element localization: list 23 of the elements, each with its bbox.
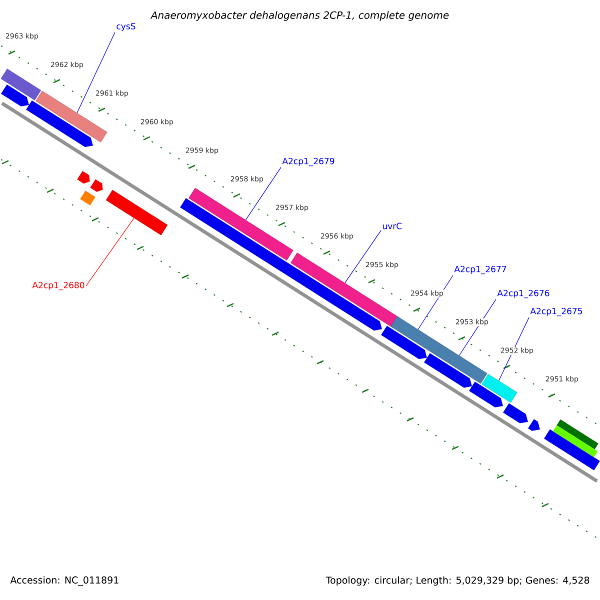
leader-line [458,299,496,356]
leader-line [344,230,382,284]
leader-line [245,167,282,220]
accession-text: Accession: NC_011891 [10,576,118,586]
leader-line [418,275,454,330]
gene-label: A2cp1_2675 [530,308,582,316]
title: Anaeromyxobacter dehalogenans 2CP-1, complete genome [150,11,449,21]
leader-line [498,317,530,381]
genome-info-text: Topology: circular; Length: 5,029,329 bp; Genes: 4,528 [326,576,590,586]
gene-label: uvrC [382,222,402,230]
gene-bar [106,190,168,236]
leader-line [86,218,134,286]
gene-label: A2cp1_2679 [282,158,334,166]
gene-bar [290,252,400,328]
gene-bar [436,344,488,384]
leader-line [76,32,116,114]
gene-label: A2cp1_2680 [32,282,84,290]
gene-bar [390,316,442,356]
gene-bar [188,188,294,261]
gene-label: cysS [116,22,136,32]
gene-label: A2cp1_2676 [497,290,550,298]
gene-label: A2cp1_2677 [454,266,506,274]
gene-bar [482,374,518,403]
